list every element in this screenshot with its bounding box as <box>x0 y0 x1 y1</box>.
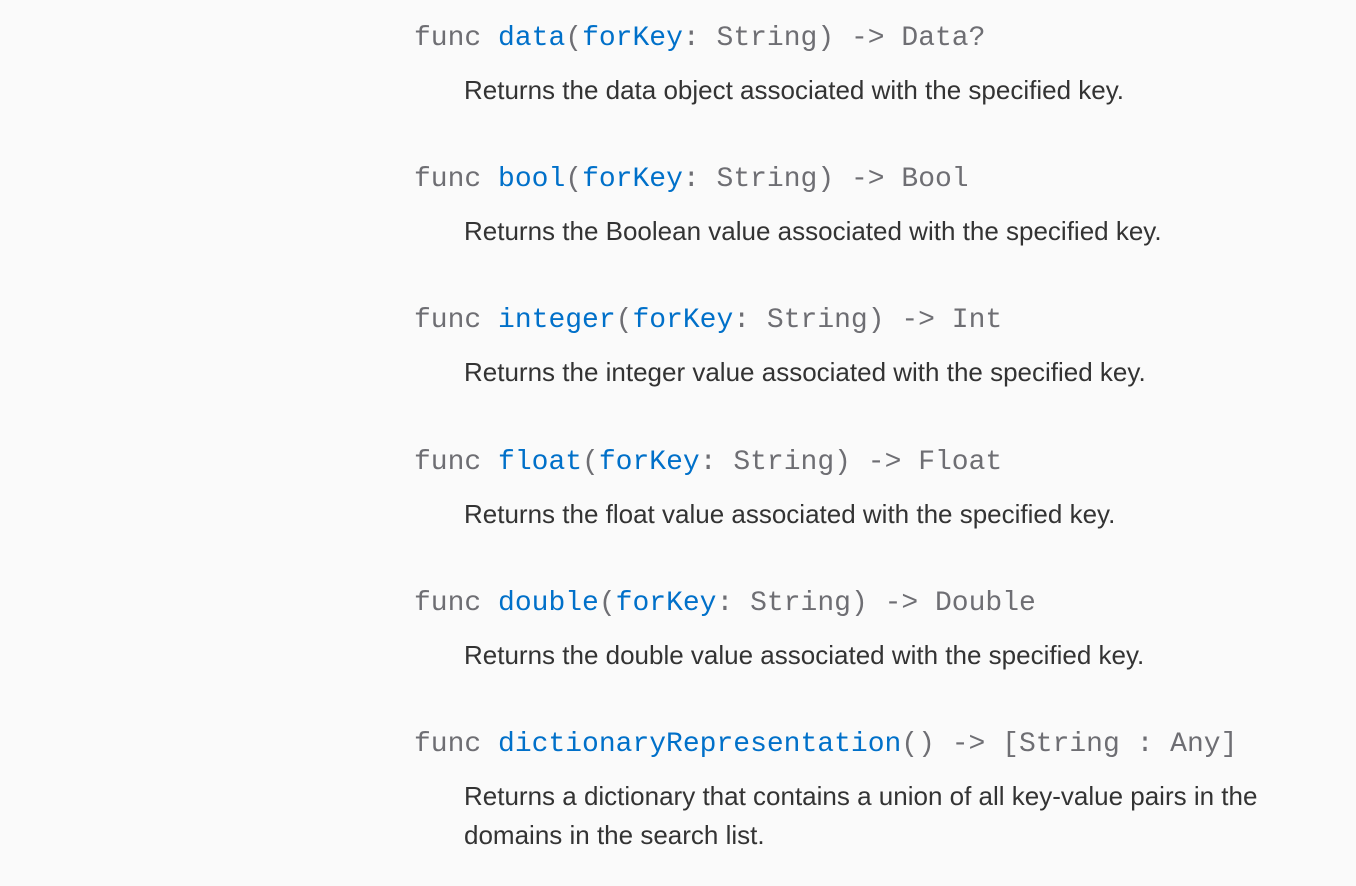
symbol-name-link[interactable]: data <box>498 23 566 54</box>
return-arrow: -> <box>884 588 919 619</box>
symbol-name-link[interactable]: double <box>498 588 599 619</box>
return-arrow: -> <box>951 729 986 760</box>
symbol-name-link[interactable]: integer <box>498 305 616 336</box>
return-arrow: -> <box>901 305 935 336</box>
param-colon: : <box>716 588 734 619</box>
keyword-func: func <box>414 23 482 54</box>
open-paren: ( <box>565 23 583 54</box>
return-type: [String : Any] <box>1002 729 1238 760</box>
param-type: String <box>750 588 851 619</box>
param-label: forKey <box>615 588 717 619</box>
close-paren: ) <box>850 588 868 619</box>
close-paren: ) <box>817 23 835 54</box>
param-label: forKey <box>598 447 700 478</box>
symbol-name-link[interactable]: bool <box>498 164 566 195</box>
return-type: Double <box>935 588 1036 619</box>
symbol-abstract: Returns a dictionary that contains a uni… <box>464 781 1258 850</box>
return-arrow: -> <box>850 164 885 195</box>
return-arrow: -> <box>850 23 885 54</box>
symbol-bool: func bool(forKey: String) -> Bool Return… <box>414 163 1314 251</box>
declaration-bool[interactable]: func bool(forKey: String) -> Bool <box>414 163 1314 197</box>
symbol-abstract: Returns the integer value associated wit… <box>464 357 1146 387</box>
return-type: Float <box>918 447 1003 478</box>
return-type: Data? <box>901 23 986 54</box>
param-colon: : <box>699 447 717 478</box>
declaration-integer[interactable]: func integer(forKey: String) -> Int <box>414 304 1314 338</box>
param-colon: : <box>733 305 751 336</box>
close-paren: ) <box>834 447 851 478</box>
param-colon: : <box>682 164 700 195</box>
param-label: forKey <box>582 23 683 54</box>
param-label: forKey <box>582 164 683 195</box>
open-paren: ( <box>565 164 583 195</box>
symbol-abstract: Returns the float value associated with … <box>464 499 1116 529</box>
declaration-dictionary-representation[interactable]: func dictionaryRepresentation() -> [Stri… <box>414 728 1314 762</box>
param-label: forKey <box>632 305 734 336</box>
keyword-func: func <box>414 164 482 195</box>
return-arrow: -> <box>867 447 902 478</box>
param-type: String <box>766 305 868 336</box>
symbol-integer: func integer(forKey: String) -> Int Retu… <box>414 304 1314 392</box>
param-type: String <box>716 23 818 54</box>
close-paren: ) <box>817 164 835 195</box>
declaration-data[interactable]: func data(forKey: String) -> Data? <box>414 22 1314 56</box>
declaration-float[interactable]: func float(forKey: String) -> Float <box>414 446 1314 480</box>
symbol-float: func float(forKey: String) -> Float Retu… <box>414 446 1314 534</box>
keyword-func: func <box>414 447 482 478</box>
symbol-abstract: Returns the double value associated with… <box>464 640 1145 670</box>
symbol-abstract: Returns the Boolean value associated wit… <box>464 216 1162 246</box>
open-paren: ( <box>901 729 919 760</box>
symbol-double: func double(forKey: String) -> Double Re… <box>414 587 1314 675</box>
keyword-func: func <box>414 729 482 760</box>
symbol-dictionary-representation: func dictionaryRepresentation() -> [Stri… <box>414 728 1314 855</box>
open-paren: ( <box>615 305 633 336</box>
close-paren: ) <box>867 305 885 336</box>
return-type: Int <box>951 305 1003 336</box>
keyword-func: func <box>414 588 482 619</box>
symbol-name-link[interactable]: float <box>498 447 583 478</box>
return-type: Bool <box>901 164 969 195</box>
declaration-double[interactable]: func double(forKey: String) -> Double <box>414 587 1314 621</box>
close-paren: ) <box>918 729 935 760</box>
symbol-abstract: Returns the data object associated with … <box>464 75 1125 105</box>
param-type: String <box>716 164 818 195</box>
open-paren: ( <box>582 447 599 478</box>
param-type: String <box>733 447 835 478</box>
param-colon: : <box>682 23 700 54</box>
keyword-func: func <box>414 305 482 336</box>
open-paren: ( <box>598 588 616 619</box>
symbol-data: func data(forKey: String) -> Data? Retur… <box>414 22 1314 110</box>
symbol-name-link[interactable]: dictionaryRepresentation <box>498 729 902 760</box>
